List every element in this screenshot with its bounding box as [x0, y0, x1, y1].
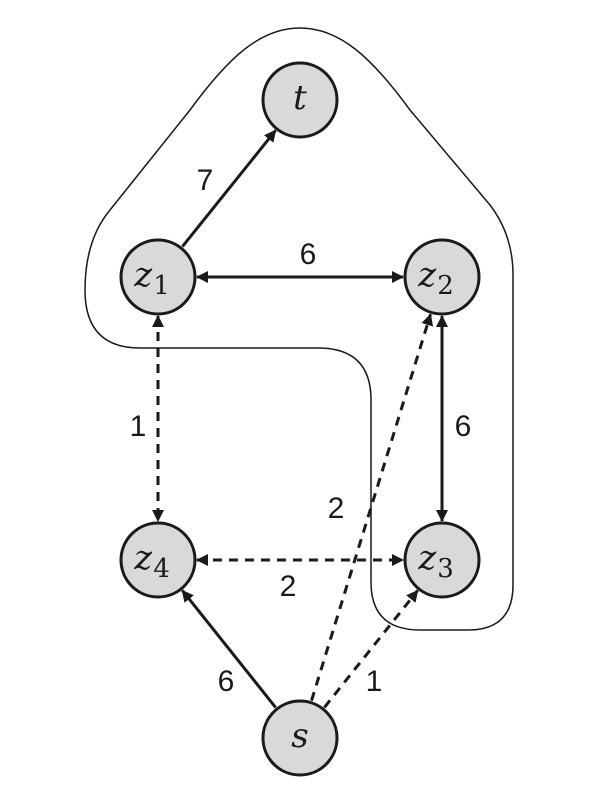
node-label-z2: z2: [417, 255, 453, 301]
node-label-main-z3: z: [417, 538, 437, 578]
edge-weight-z4-z3: 2: [280, 570, 297, 603]
node-z2: z2: [403, 238, 481, 316]
edge-z1-t: [181, 129, 277, 248]
node-label-main-z2: z: [417, 255, 437, 295]
node-circle-z4: [119, 521, 197, 599]
edge-s-z4: [181, 589, 277, 709]
node-z1: z1: [119, 238, 197, 316]
edge-weight-z2-z3: 6: [455, 410, 472, 443]
node-circle-z1: [119, 238, 197, 316]
node-t: t: [261, 61, 339, 139]
edge-s-z2: [310, 313, 434, 702]
edge-weight-s-z2: 2: [328, 492, 345, 525]
node-label-main-t: t: [293, 78, 307, 118]
node-label-t: t: [293, 78, 307, 118]
node-label-z4: z4: [133, 538, 169, 584]
node-label-main-z1: z: [133, 255, 153, 295]
node-label-z3: z3: [417, 538, 453, 584]
edge-weight-s-z4: 6: [218, 665, 235, 698]
node-circle-z3: [403, 521, 481, 599]
node-circle-z2: [403, 238, 481, 316]
node-label-subscript-z2: 2: [437, 271, 454, 301]
highlighted-region-outline: [84, 27, 514, 631]
node-label-z1: z1: [133, 255, 169, 301]
edge-weight-z1-z4: 1: [130, 410, 147, 443]
node-circle-t: [261, 61, 339, 139]
node-label-main-s: s: [291, 716, 308, 756]
node-label-s: s: [291, 716, 308, 756]
node-label-subscript-z3: 3: [437, 554, 454, 584]
node-z4: z4: [119, 521, 197, 599]
edge-weight-z1-t: 7: [197, 164, 214, 197]
node-label-main-z4: z: [133, 538, 153, 578]
node-z3: z3: [403, 521, 481, 599]
edges-layer: 7 6 6 1 2 6 2 1: [130, 129, 472, 709]
edge-weight-z1-z2: 6: [300, 238, 317, 271]
node-label-subscript-z1: 1: [153, 271, 170, 301]
node-s: s: [261, 699, 339, 777]
edge-weight-s-z3: 1: [366, 665, 383, 698]
node-circle-s: [261, 699, 339, 777]
node-label-subscript-z4: 4: [153, 554, 170, 584]
edge-s-z3: [323, 589, 419, 709]
